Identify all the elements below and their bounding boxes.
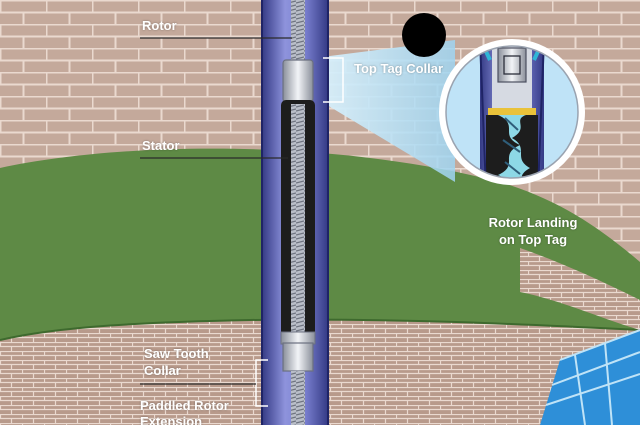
rotor-landing-detail	[439, 39, 585, 185]
label-rotor-landing-line2: on Top Tag	[498, 232, 568, 247]
label-saw-tooth-line2: Collar	[144, 363, 181, 378]
rotor-shaft	[291, 0, 305, 62]
right-brick-curve	[520, 248, 640, 330]
label-stator: Stator	[142, 138, 180, 153]
callout-beam	[322, 40, 455, 182]
label-paddled-rotor-line2: Extension	[140, 414, 203, 425]
top-tag-collar	[282, 59, 314, 103]
label-paddled-rotor-line1: Paddled Rotor	[140, 398, 229, 413]
label-top-tag-collar: Top Tag Collar	[354, 61, 444, 76]
top-tag-bracket	[323, 57, 344, 103]
saw-tooth-collar	[282, 342, 314, 372]
black-marker-dot	[402, 13, 446, 57]
lower-bracket	[255, 359, 268, 407]
water-tiles	[540, 329, 640, 425]
label-rotor-landing-line1: Rotor Landing	[488, 215, 578, 230]
paddled-rotor-extension	[291, 371, 305, 425]
label-rotor: Rotor	[142, 18, 177, 33]
stator-rotor-section	[291, 104, 305, 334]
label-saw-tooth-line1: Saw Tooth	[144, 346, 209, 361]
